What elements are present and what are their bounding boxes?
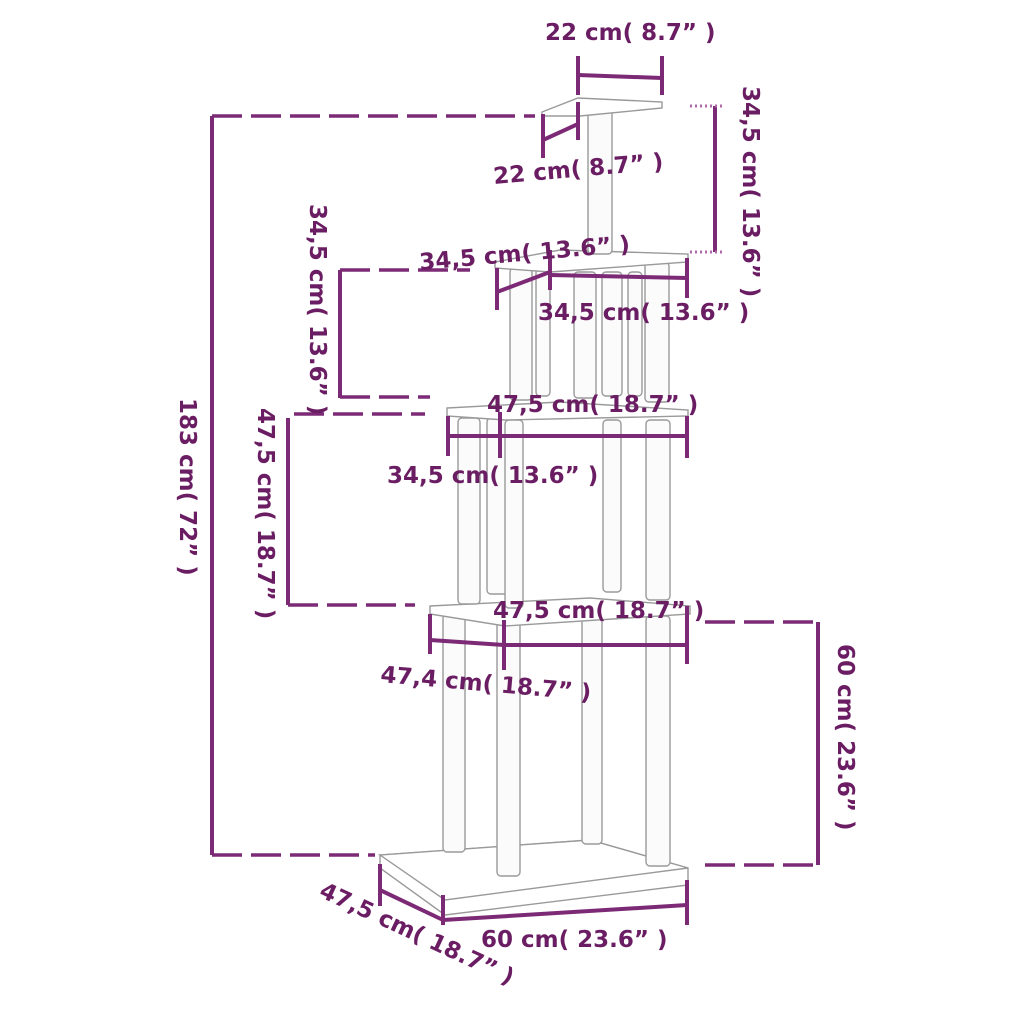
label-level3-width: 34,5 cm( 13.6” ) [538,300,749,326]
label-level1-width: 47,5 cm( 18.7” ) [493,598,704,624]
label-level2-height: 47,5 cm( 18.7” ) [252,408,278,619]
level1-posts [442,613,671,877]
label-top-platform-width: 22 cm( 8.7” ) [545,20,716,46]
label-level2-width: 47,5 cm( 18.7” ) [487,392,698,418]
level3-posts [509,261,670,403]
cat-tree-drawing [377,97,691,916]
label-level2-depth: 34,5 cm( 13.6” ) [387,463,598,489]
label-total-height: 183 cm( 72” ) [174,398,200,576]
base-board [377,839,689,916]
label-top-post-height: 34,5 cm( 13.6” ) [737,86,763,297]
label-base-height: 60 cm( 23.6” ) [832,644,858,831]
dimension-lines [210,56,820,925]
level2-posts [457,417,671,609]
label-level3-height: 34,5 cm( 13.6” ) [304,204,330,415]
top-platform [541,97,663,117]
label-top-platform-depth: 22 cm( 8.7” ) [492,149,664,190]
label-base-width: 60 cm( 23.6” ) [481,927,668,953]
label-level1-depth: 47,4 cm( 18.7” ) [379,662,592,706]
top-post [587,109,613,255]
